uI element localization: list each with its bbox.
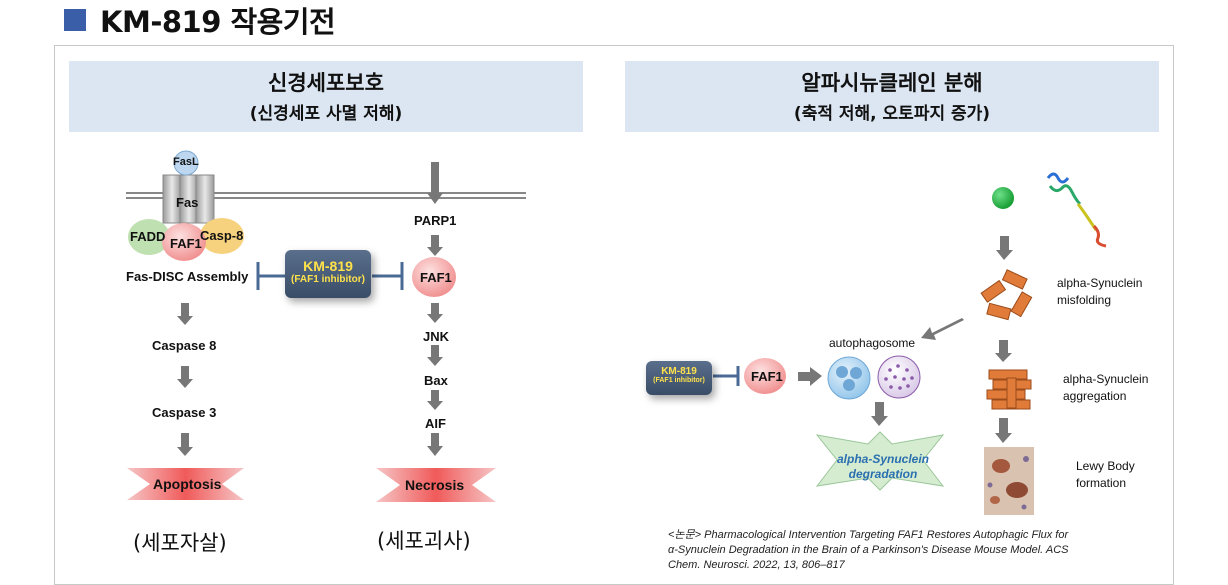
fadd-blob-icon bbox=[128, 219, 170, 255]
km819-name: KM-819 bbox=[303, 258, 353, 274]
bax-label: Bax bbox=[424, 373, 448, 388]
alpha-synuclein-monomer-icon bbox=[992, 187, 1014, 209]
right-panel-subtitle: (축적 저해, 오토파지 증가) bbox=[793, 104, 991, 124]
km819-right-subtitle: (FAF1 inhibitor) bbox=[653, 377, 705, 384]
fasl-label: FasL bbox=[173, 156, 199, 168]
degradation-line2: degradation bbox=[848, 467, 918, 481]
page-title: KM-819 작용기전 bbox=[100, 5, 336, 39]
apoptosis-korean-label: (세포자살) bbox=[133, 531, 227, 555]
fas-label: Fas bbox=[176, 195, 199, 210]
page-heading: KM-819 작용기전 bbox=[64, 0, 336, 40]
lewy-body-label: Lewy Body formation bbox=[1076, 458, 1135, 492]
left-panel-header: 신경세포보호 (신경세포 사멸 저해) bbox=[69, 61, 583, 132]
necrosis-ribbon-icon bbox=[376, 468, 496, 502]
caspase8-label: Caspase 8 bbox=[152, 338, 217, 353]
lewy-line1: Lewy Body bbox=[1076, 459, 1135, 473]
citation-line3: Chem. Neurosci. 2022, 13, 806–817 bbox=[668, 559, 845, 571]
km819-inhibition-lines bbox=[256, 262, 404, 290]
degradation-line1: alpha-Synuclein bbox=[836, 452, 930, 466]
km819-right-inhibitor-box: KM-819 (FAF1 inhibitor) bbox=[646, 361, 712, 395]
left-panel-subtitle: (신경세포 사멸 저해) bbox=[249, 104, 403, 124]
citation-line1: <논문> Pharmacological Intervention Target… bbox=[668, 529, 1069, 541]
autophagosome-label: autophagosome bbox=[829, 336, 916, 350]
fasl-ligand-icon bbox=[173, 150, 199, 176]
faf1-necrosis-label: FAF1 bbox=[420, 270, 452, 285]
heading-bullet-icon bbox=[64, 9, 86, 31]
apoptosis-label: Apoptosis bbox=[153, 476, 222, 492]
right-panel-header: 알파시뉴클레인 분해 (축적 저해, 오토파지 증가) bbox=[625, 61, 1159, 132]
degradation-label: alpha-Synuclein degradation bbox=[833, 452, 933, 482]
fas-disc-label: Fas-DISC Assembly bbox=[126, 269, 249, 284]
autophagosome-icon bbox=[827, 356, 871, 400]
aggregation-line2: aggregation bbox=[1063, 389, 1127, 403]
apoptosis-ribbon-icon bbox=[127, 468, 244, 500]
faf1-disc-blob-icon bbox=[162, 223, 206, 261]
jnk-label: JNK bbox=[423, 329, 450, 344]
right-panel-title: 알파시뉴클레인 분해 bbox=[801, 71, 983, 95]
faf1-disc-label: FAF1 bbox=[170, 236, 202, 251]
aif-label: AIF bbox=[425, 416, 446, 431]
misfolding-label: alpha-Synuclein misfolding bbox=[1057, 275, 1142, 309]
misfolding-line2: misfolding bbox=[1057, 293, 1112, 307]
aggregated-protein-icon bbox=[986, 369, 1032, 410]
left-panel-title: 신경세포보호 bbox=[268, 71, 384, 95]
autolysosome-icon bbox=[877, 355, 921, 399]
caspase3-label: Caspase 3 bbox=[152, 405, 217, 420]
faf1-autophagy-blob-icon bbox=[744, 358, 786, 394]
parp1-label: PARP1 bbox=[414, 213, 457, 228]
aggregation-pathway-arrows bbox=[798, 236, 1013, 443]
necrosis-label: Necrosis bbox=[405, 477, 465, 493]
misfolded-protein-icon bbox=[980, 269, 1033, 321]
km819-right-inhibition-line bbox=[713, 366, 740, 386]
misfolding-line1: alpha-Synuclein bbox=[1057, 276, 1143, 290]
km819-inhibitor-box: KM-819 (FAF1 inhibitor) bbox=[285, 250, 371, 298]
aggregation-line1: alpha-Synuclein bbox=[1063, 372, 1149, 386]
fadd-label: FADD bbox=[130, 229, 166, 244]
lewy-body-image bbox=[984, 447, 1034, 515]
fas-receptor-icon bbox=[162, 174, 215, 224]
alpha-synuclein-structure-icon bbox=[1046, 172, 1107, 248]
casp8-blob-icon bbox=[200, 218, 244, 254]
necrosis-korean-label: (세포괴사) bbox=[377, 529, 471, 553]
necrosis-pathway-arrows bbox=[427, 162, 443, 456]
km819-right-name: KM-819 bbox=[661, 366, 697, 377]
casp8-label: Casp-8 bbox=[200, 228, 244, 243]
citation: <논문> Pharmacological Intervention Target… bbox=[668, 528, 1168, 573]
faf1-autophagy-label: FAF1 bbox=[751, 369, 783, 384]
apoptosis-pathway-arrows bbox=[177, 303, 193, 456]
km819-subtitle: (FAF1 inhibitor) bbox=[291, 274, 365, 285]
aggregation-label: alpha-Synuclein aggregation bbox=[1063, 371, 1148, 405]
lewy-line2: formation bbox=[1076, 476, 1127, 490]
faf1-necrosis-blob-icon bbox=[412, 257, 456, 297]
citation-line2: α-Synuclein Degradation in the Brain of … bbox=[668, 544, 1069, 556]
degradation-star-icon bbox=[815, 431, 945, 491]
